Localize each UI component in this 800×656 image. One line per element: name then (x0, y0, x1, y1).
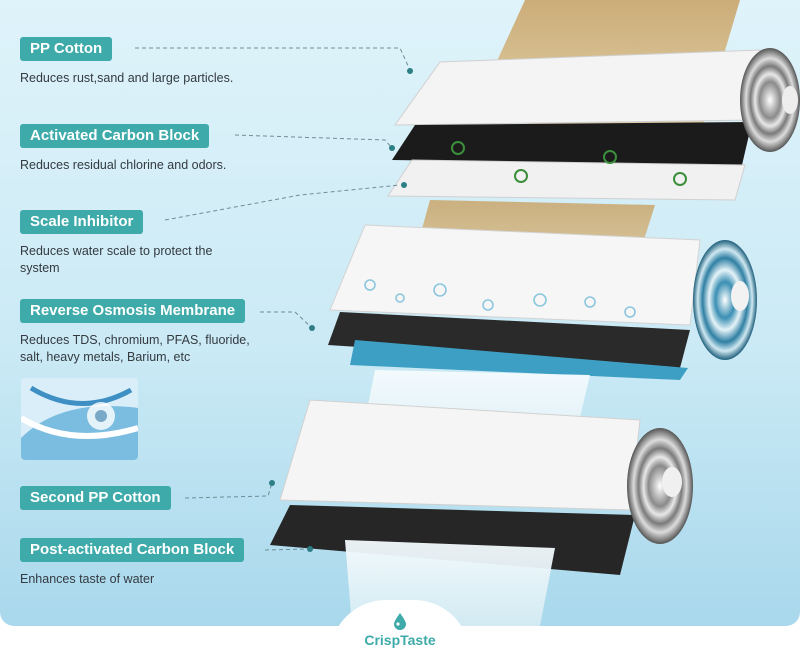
scale-inhibitor-sheet (329, 224, 701, 326)
layer-description: Reduces water scale to protect the syste… (20, 244, 213, 275)
pp-cotton-sheet (394, 49, 761, 126)
layer-title: Second PP Cotton (20, 486, 171, 510)
layer-pp-cotton: PP Cotton Reduces rust,sand and large pa… (20, 37, 255, 87)
ro-membrane-mesh (328, 312, 690, 368)
carbon-sheet-lower (387, 159, 746, 201)
layer-title: Reverse Osmosis Membrane (20, 299, 246, 323)
roll-3-end (627, 428, 693, 544)
roll-2-end (693, 240, 757, 360)
ro-membrane-blue (350, 340, 688, 380)
layer-title: Post-activated Carbon Block (20, 538, 245, 562)
infographic-panel: PP Cotton Reduces rust,sand and large pa… (0, 0, 800, 626)
layer-description: Reduces TDS, chromium, PFAS, fluoride, s… (20, 333, 250, 364)
layer-post-activated-carbon-block: Post-activated Carbon Block Enhances tas… (20, 538, 255, 588)
layer-second-pp-cotton: Second PP Cotton (20, 486, 171, 510)
water-drop-icon (394, 613, 406, 630)
ro-membrane-swirl-image (21, 378, 138, 460)
brand-name: CrispTaste (364, 632, 436, 648)
layer-title: Scale Inhibitor (20, 210, 144, 234)
carbon-sheet (392, 122, 752, 165)
layer-title: PP Cotton (20, 37, 113, 61)
layer-scale-inhibitor: Scale Inhibitor Reduces water scale to p… (20, 210, 255, 277)
layer-title: Activated Carbon Block (20, 124, 210, 148)
roll-1-end (740, 48, 800, 152)
second-pp-sheet (279, 399, 641, 511)
layer-reverse-osmosis-membrane: Reverse Osmosis Membrane Reduces TDS, ch… (20, 299, 255, 366)
layer-description: Enhances taste of water (20, 572, 155, 586)
layer-description: Reduces residual chlorine and odors. (20, 158, 227, 172)
layer-description: Reduces rust,sand and large particles. (20, 71, 234, 85)
layer-activated-carbon-block: Activated Carbon Block Reduces residual … (20, 124, 255, 174)
